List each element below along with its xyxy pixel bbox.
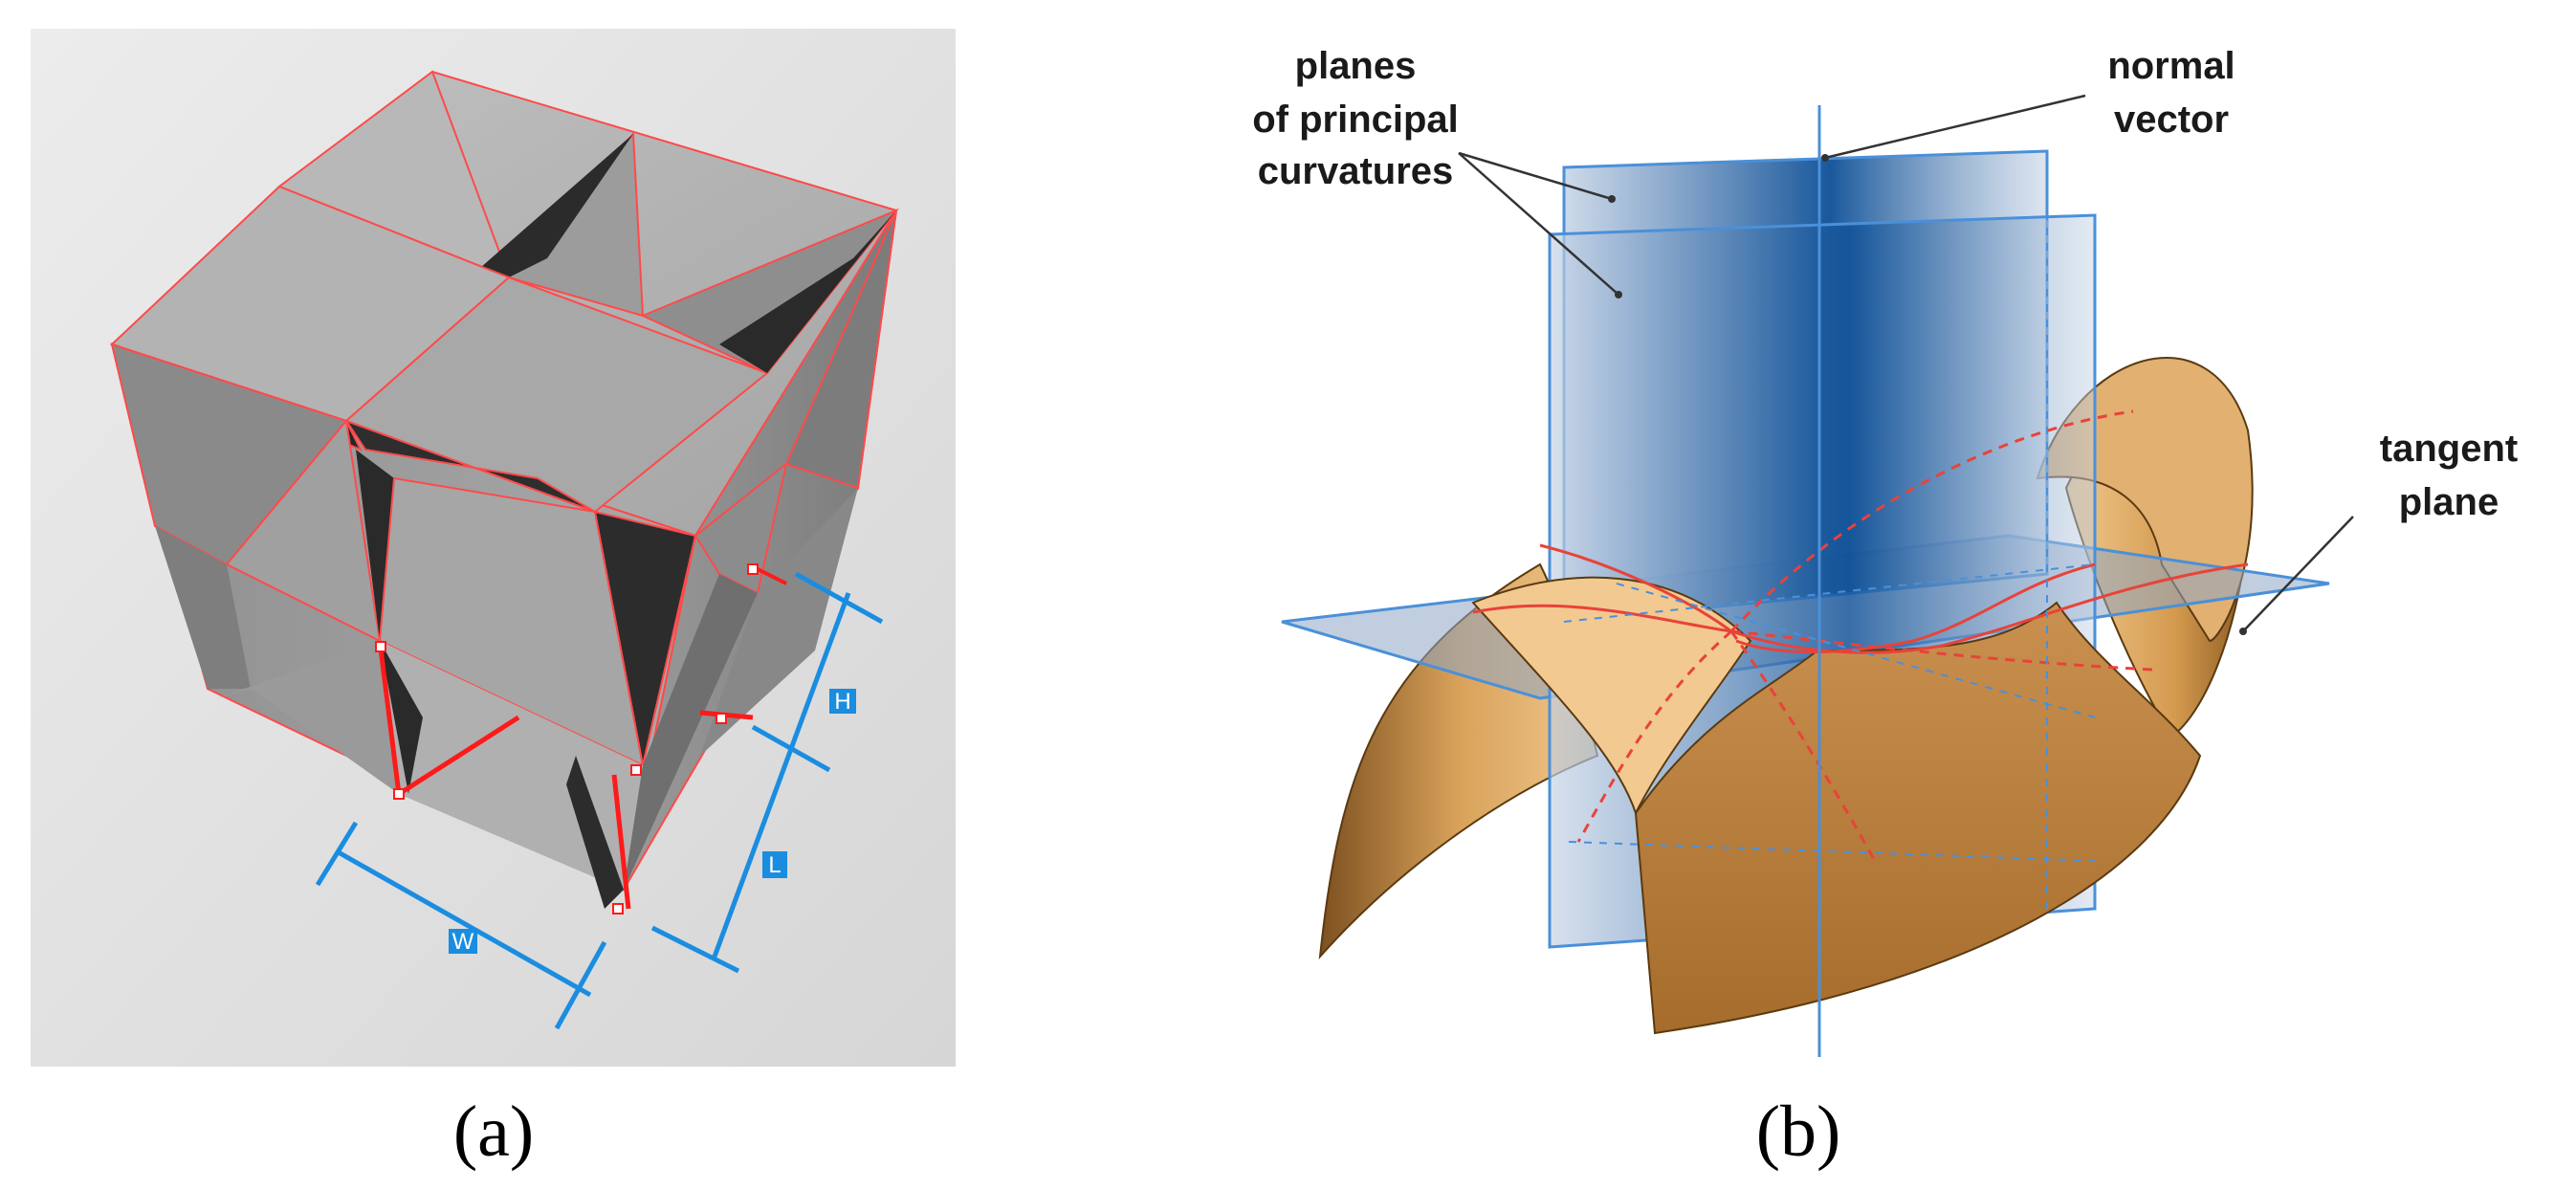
- svg-text:of principal: of principal: [1253, 99, 1459, 141]
- length-label: L: [762, 851, 787, 878]
- principal-planes-label: planes of principal curvatures: [1253, 45, 1459, 192]
- saddle-surface-illustration: planes of principal curvatures normal ve…: [1253, 45, 2518, 1057]
- length-dimension-line: [712, 592, 851, 958]
- svg-text:curvatures: curvatures: [1258, 150, 1454, 192]
- leader-lines: [1458, 94, 2354, 632]
- lattice-cube-illustration: W H L: [31, 29, 956, 1067]
- svg-text:tangent: tangent: [2380, 428, 2518, 470]
- cube-body: [109, 70, 900, 915]
- panel-a-caption: (a): [452, 1091, 535, 1172]
- tangent-plane-label: tangent plane: [2380, 428, 2518, 523]
- panel-a-lattice-cube: W H L: [31, 29, 956, 1067]
- svg-text:planes: planes: [1295, 45, 1417, 87]
- normal-vector-label: normal vector: [2107, 45, 2235, 141]
- svg-text:plane: plane: [2399, 481, 2499, 523]
- dimension-lines: [315, 571, 884, 1030]
- height-tick: [751, 724, 831, 773]
- width-dimension-line: [335, 848, 592, 998]
- width-label: W: [449, 929, 477, 955]
- svg-text:W: W: [452, 929, 474, 955]
- panel-b-saddle-surface: planes of principal curvatures normal ve…: [1253, 29, 2564, 1067]
- curvature-lines: [1472, 409, 2249, 862]
- svg-text:H: H: [834, 689, 850, 715]
- height-label: H: [829, 689, 856, 715]
- svg-text:L: L: [768, 852, 781, 878]
- svg-text:normal: normal: [2107, 45, 2235, 87]
- svg-text:vector: vector: [2114, 99, 2229, 141]
- panel-b-caption: (b): [1755, 1091, 1841, 1172]
